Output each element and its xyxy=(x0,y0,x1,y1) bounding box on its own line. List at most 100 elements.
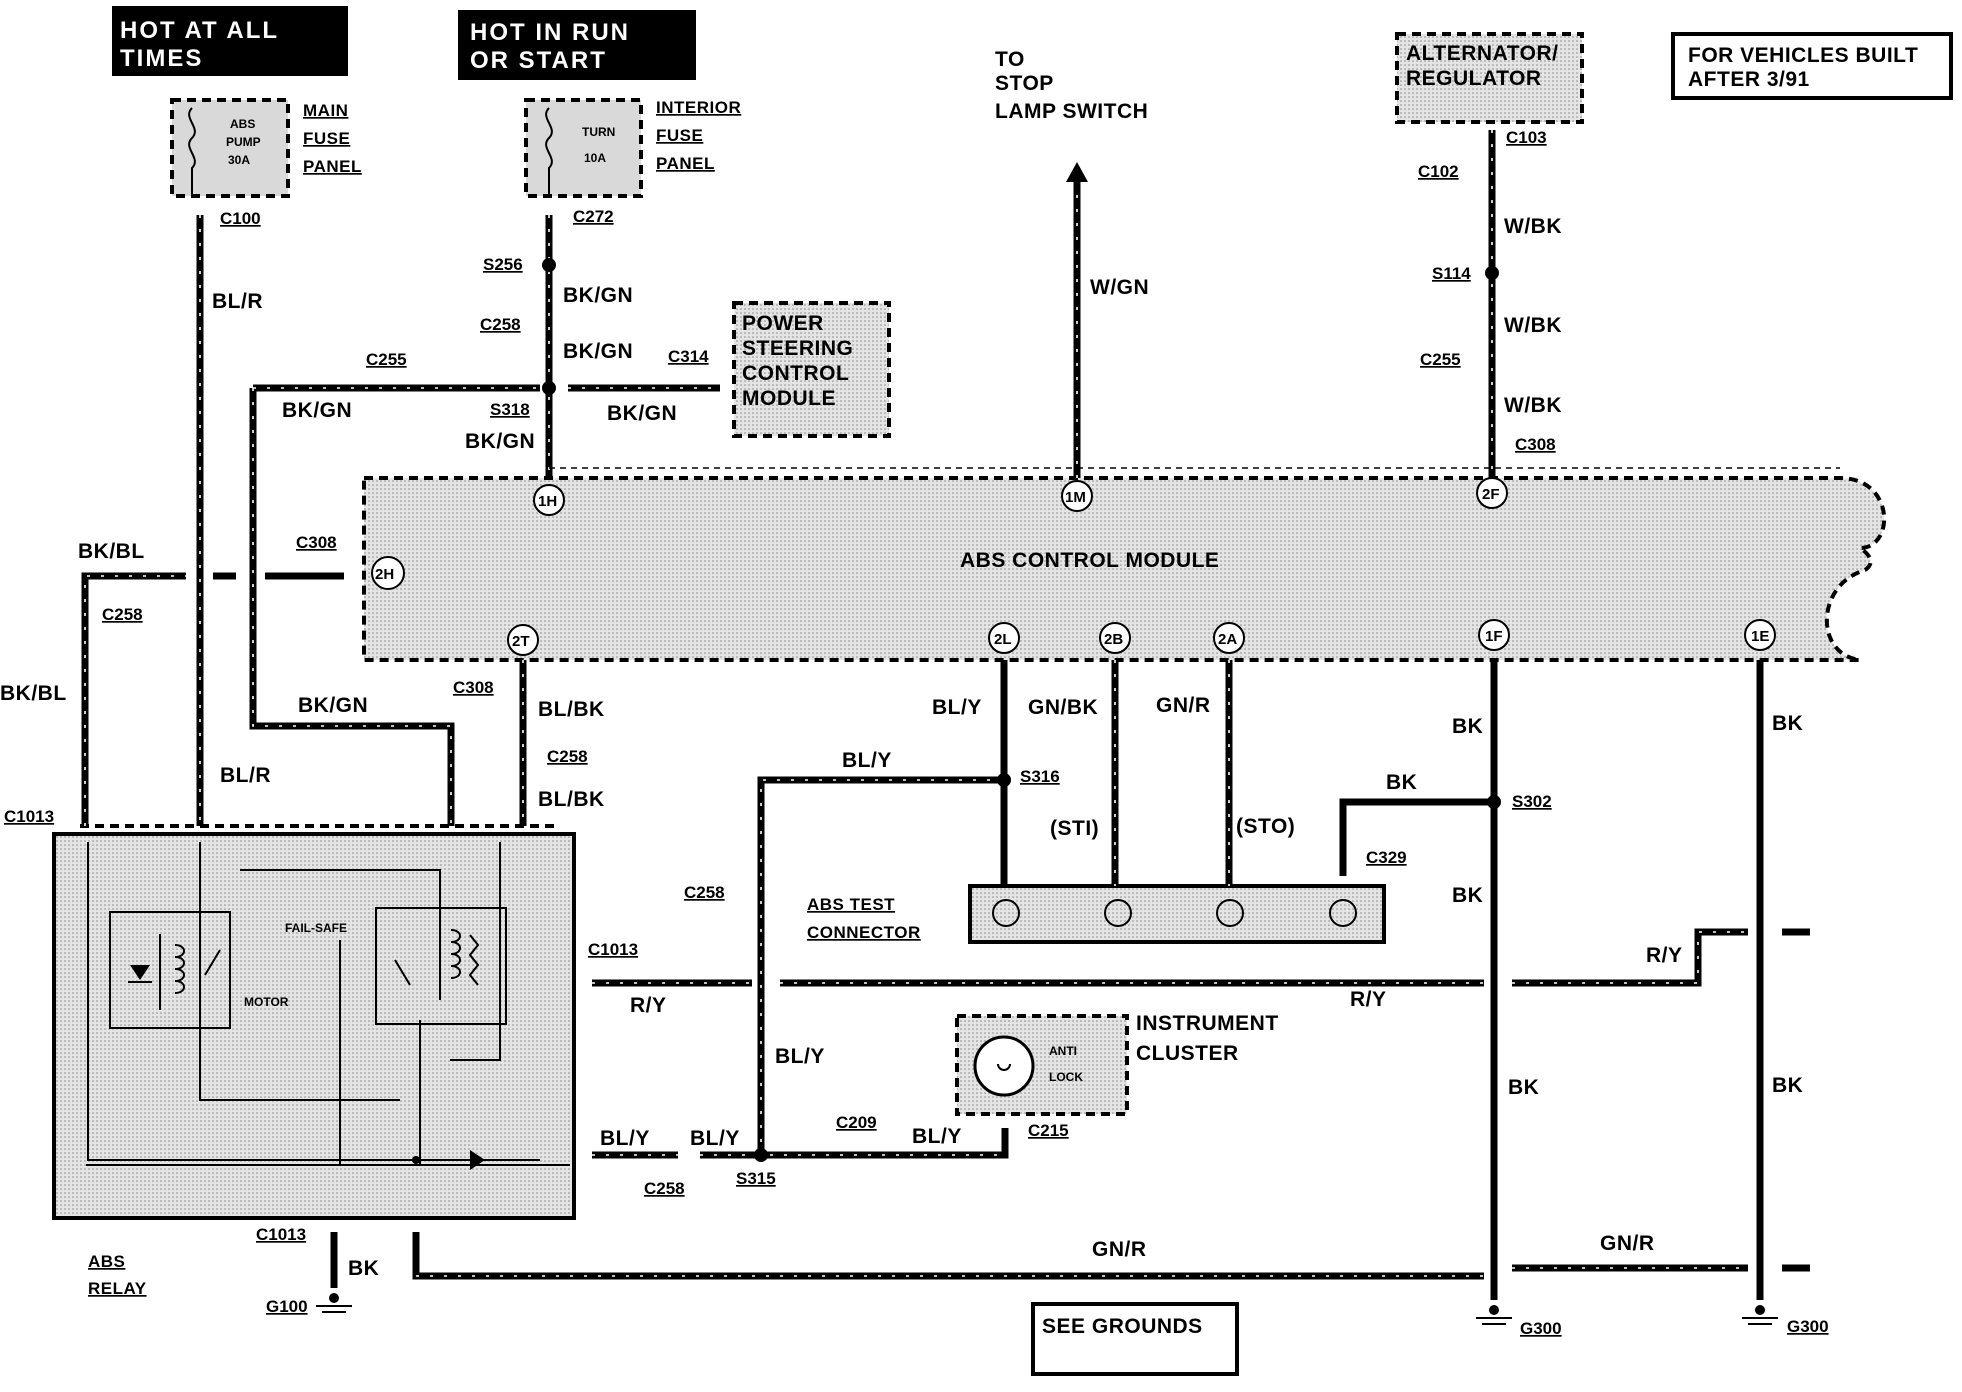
diode-icon xyxy=(130,965,150,980)
svg-text:HOT IN RUN: HOT IN RUN xyxy=(470,19,630,46)
svg-text:RELAY: RELAY xyxy=(88,1279,147,1298)
ground-icon xyxy=(1476,1305,1512,1325)
ground-symbols xyxy=(316,1293,1778,1325)
fuse-icon xyxy=(188,107,196,196)
svg-text:BL/Y: BL/Y xyxy=(690,1127,740,1150)
pin-1m: 1M xyxy=(1061,480,1093,512)
svg-text:MAIN: MAIN xyxy=(303,101,348,120)
svg-text:C308: C308 xyxy=(453,678,494,697)
svg-text:C1013: C1013 xyxy=(4,807,54,826)
svg-text:GN/R: GN/R xyxy=(1600,1232,1655,1255)
connector-labels: C100 C272 S256 C258 C255 C314 S318 C308 … xyxy=(4,128,1829,1338)
svg-text:BK/GN: BK/GN xyxy=(607,402,677,425)
svg-text:INTERIOR: INTERIOR xyxy=(656,98,741,117)
svg-text:BK/GN: BK/GN xyxy=(465,430,535,453)
svg-text:PANEL: PANEL xyxy=(303,157,362,176)
svg-text:BL/R: BL/R xyxy=(212,290,263,313)
svg-text:CLUSTER: CLUSTER xyxy=(1136,1042,1239,1065)
svg-text:1F: 1F xyxy=(1485,628,1503,645)
svg-text:POWER: POWER xyxy=(742,312,824,335)
svg-text:LOCK: LOCK xyxy=(1049,1070,1083,1084)
ground-icon xyxy=(316,1293,352,1313)
svg-text:C258: C258 xyxy=(644,1179,685,1198)
svg-text:R/Y: R/Y xyxy=(1646,944,1683,967)
svg-text:S318: S318 xyxy=(490,400,530,419)
svg-text:HOT AT ALL: HOT AT ALL xyxy=(120,17,279,44)
svg-text:MOTOR: MOTOR xyxy=(244,995,289,1009)
pin-2b: 2B xyxy=(1099,622,1131,654)
svg-text:ANTI: ANTI xyxy=(1049,1044,1077,1058)
coil-icon xyxy=(174,944,185,994)
pin-1h: 1H xyxy=(533,484,565,516)
switch-icon xyxy=(204,949,221,976)
hot-at-all-times-header: HOT AT ALL TIMES xyxy=(112,6,348,76)
svg-text:BK: BK xyxy=(1508,1076,1539,1099)
svg-text:C272: C272 xyxy=(573,207,614,226)
svg-text:C258: C258 xyxy=(480,315,521,334)
svg-text:C102: C102 xyxy=(1418,162,1459,181)
svg-text:SEE GROUNDS: SEE GROUNDS xyxy=(1042,1315,1203,1338)
to-stop-lamp-switch-label: TO STOP LAMP SWITCH xyxy=(995,48,1148,123)
svg-text:FOR VEHICLES BUILT: FOR VEHICLES BUILT xyxy=(1688,44,1918,67)
splice-points xyxy=(412,258,1501,1164)
svg-text:C308: C308 xyxy=(296,533,337,552)
svg-text:BL/BK: BL/BK xyxy=(538,788,605,811)
abs-control-module: ABS CONTROL MODULE xyxy=(362,476,1887,662)
svg-text:BK/GN: BK/GN xyxy=(563,284,633,307)
module-pins: 1H 1M 2F 2H 2T 2L 2B 2A 1F 1E xyxy=(371,477,1776,656)
svg-text:BL/Y: BL/Y xyxy=(775,1045,825,1068)
svg-text:R/Y: R/Y xyxy=(1350,988,1387,1011)
svg-text:(STO): (STO) xyxy=(1236,815,1295,838)
svg-text:C1013: C1013 xyxy=(256,1225,306,1244)
svg-text:STEERING: STEERING xyxy=(742,337,853,360)
svg-text:BL/Y: BL/Y xyxy=(912,1125,962,1148)
svg-text:FAIL-SAFE: FAIL-SAFE xyxy=(285,921,347,935)
svg-text:BK/GN: BK/GN xyxy=(563,340,633,363)
svg-text:W/BK: W/BK xyxy=(1504,314,1562,337)
svg-text:G300: G300 xyxy=(1520,1319,1562,1338)
svg-text:REGULATOR: REGULATOR xyxy=(1406,67,1542,90)
svg-text:S302: S302 xyxy=(1512,792,1552,811)
wire-stripes xyxy=(84,130,1748,1277)
switch-icon xyxy=(394,959,411,986)
svg-text:CONTROL: CONTROL xyxy=(742,362,849,385)
svg-text:ABS CONTROL MODULE: ABS CONTROL MODULE xyxy=(960,549,1219,572)
svg-text:W/GN: W/GN xyxy=(1090,276,1149,299)
svg-text:BK/BL: BK/BL xyxy=(0,682,67,705)
svg-text:ABS: ABS xyxy=(230,117,255,131)
svg-text:BK/GN: BK/GN xyxy=(298,694,368,717)
instrument-cluster: ANTI LOCK INSTRUMENT CLUSTER xyxy=(955,1012,1279,1116)
svg-text:BL/Y: BL/Y xyxy=(600,1127,650,1150)
wire-color-labels: BL/R BL/R BK/GN BK/GN BK/GN BK/GN BK/GN … xyxy=(0,215,1803,1280)
svg-text:BK: BK xyxy=(1772,712,1803,735)
hot-in-run-or-start-header: HOT IN RUN OR START xyxy=(458,10,696,80)
pin-1f: 1F xyxy=(1478,619,1510,651)
svg-text:ABS TEST: ABS TEST xyxy=(807,895,895,914)
svg-text:2L: 2L xyxy=(994,631,1012,648)
svg-text:C103: C103 xyxy=(1506,128,1547,147)
pin-2l: 2L xyxy=(988,622,1020,654)
svg-text:ALTERNATOR/: ALTERNATOR/ xyxy=(1406,42,1559,65)
svg-text:C308: C308 xyxy=(1515,435,1556,454)
vehicles-note-box: FOR VEHICLES BUILT AFTER 3/91 xyxy=(1671,32,1953,100)
svg-text:ABS: ABS xyxy=(88,1252,125,1271)
svg-text:C314: C314 xyxy=(668,347,709,366)
svg-text:BK: BK xyxy=(1452,715,1483,738)
svg-text:S316: S316 xyxy=(1020,767,1060,786)
see-grounds-box: SEE GROUNDS xyxy=(1031,1302,1239,1376)
svg-text:R/Y: R/Y xyxy=(630,994,667,1017)
pin-2h: 2H xyxy=(371,556,405,590)
svg-text:INSTRUMENT: INSTRUMENT xyxy=(1136,1012,1279,1035)
svg-text:BL/Y: BL/Y xyxy=(842,749,892,772)
svg-text:BL/BK: BL/BK xyxy=(538,698,605,721)
svg-text:C209: C209 xyxy=(836,1113,877,1132)
ground-icon xyxy=(1742,1305,1778,1325)
svg-text:G100: G100 xyxy=(266,1297,308,1316)
svg-text:W/BK: W/BK xyxy=(1504,215,1562,238)
svg-text:S256: S256 xyxy=(483,255,523,274)
interior-fuse-panel: TURN 10A INTERIOR FUSE PANEL xyxy=(524,98,741,198)
svg-text:1E: 1E xyxy=(1751,628,1769,645)
abs-test-connector: ABS TEST CONNECTOR xyxy=(807,884,1386,944)
svg-text:C258: C258 xyxy=(547,747,588,766)
